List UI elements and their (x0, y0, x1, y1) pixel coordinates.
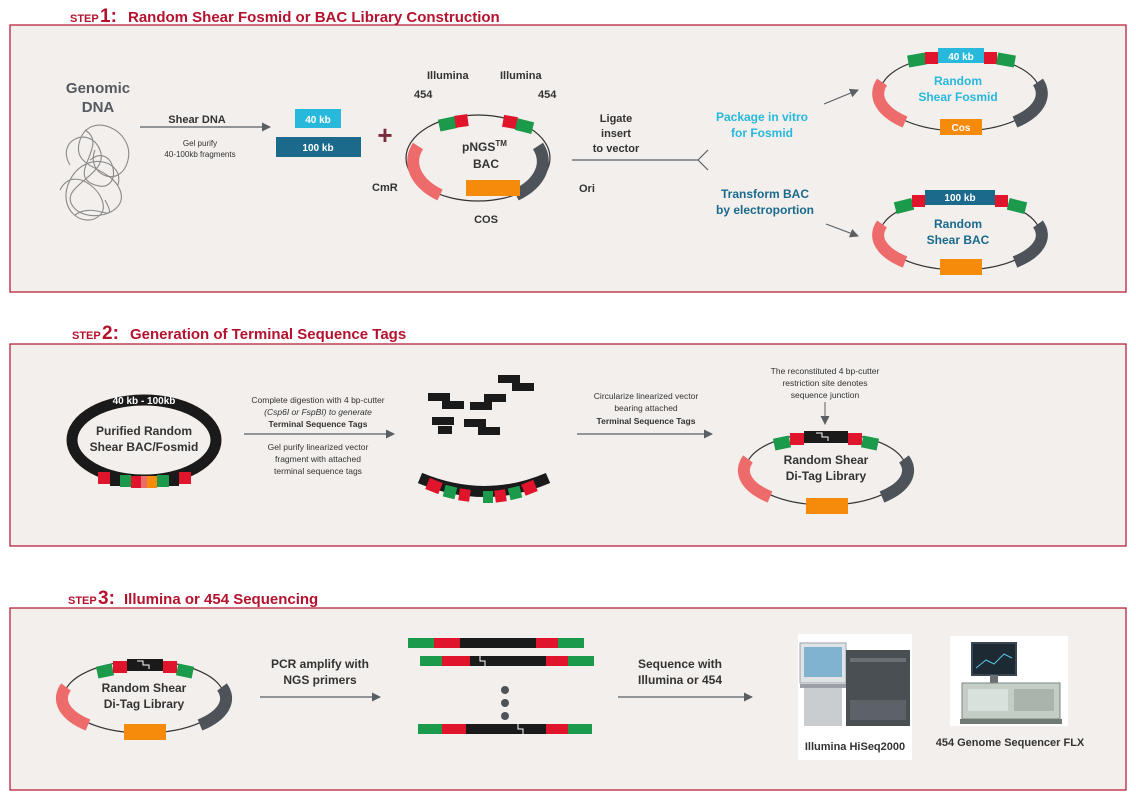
gel2-label-3: terminal sequence tags (274, 466, 362, 476)
step3-heading: STEP 3: Illumina or 454 Sequencing (68, 588, 318, 609)
ori-label: Ori (579, 183, 595, 195)
package-label-1: Package in vitro (716, 110, 808, 124)
note-label-1: The reconstituted 4 bp-cutter (771, 366, 880, 376)
linearized-vector-strip (417, 472, 551, 503)
fragment-40kb-box (295, 109, 341, 128)
step3-prefix: STEP (68, 595, 97, 607)
ditag3-label-1: Random Shear (102, 681, 187, 695)
hiseq-label: Illumina HiSeq2000 (805, 741, 905, 753)
digest-label-2: (Csp6I or FspBI) to generate (264, 407, 372, 417)
gel-purify-label-2: 40-100kb fragments (164, 150, 235, 159)
step2-title: Generation of Terminal Sequence Tags (130, 326, 406, 343)
cmr-label: CmR (372, 182, 398, 194)
ligate-label-3: to vector (593, 143, 640, 155)
fosmid-label-1: Random (934, 74, 982, 88)
amplicon-read-1 (408, 638, 584, 648)
ligate-fork (572, 149, 709, 171)
step3-title: Illumina or 454 Sequencing (124, 591, 318, 608)
ditag3-label-2: Di-Tag Library (104, 697, 185, 711)
transform-label-1: Transform BAC (721, 187, 809, 201)
random-shear-bac-plasmid (872, 190, 1048, 275)
genomic-label-1: Genomic (66, 80, 130, 97)
genomic-label-2: DNA (82, 99, 115, 116)
454-left-label: 454 (414, 89, 433, 101)
fosmid-cos-label: Cos (952, 123, 971, 134)
step2-heading: STEP 2: Generation of Terminal Sequence … (72, 323, 406, 344)
fragment-100kb-box (276, 137, 361, 157)
flx-instrument-icon (950, 636, 1068, 726)
amplicon-read-3 (418, 724, 592, 734)
purified-bac-ring (66, 394, 222, 488)
ring-size-label: 40 kb - 100kb (113, 396, 176, 407)
digested-fragments (428, 375, 534, 435)
illumina-right-label: Illumina (500, 70, 542, 82)
plus-sign: + (377, 120, 392, 150)
genomic-dna-tangle-icon (59, 124, 130, 221)
fragment-40kb-label: 40 kb (305, 115, 331, 126)
ligate-label-2: insert (601, 128, 631, 140)
flx-label: 454 Genome Sequencer FLX (936, 737, 1085, 749)
shear-bac-label-2: Shear BAC (927, 233, 990, 247)
note-label-3: sequence junction (791, 390, 860, 400)
digest-label-3: Terminal Sequence Tags (269, 419, 368, 429)
step1-prefix: STEP (70, 13, 99, 25)
note-label-2: restriction site denotes (782, 378, 867, 388)
bac-label: BAC (473, 157, 499, 171)
ditag-library-plasmid-step3 (55, 659, 233, 740)
step3-number: 3: (98, 588, 115, 609)
step2-panel (9, 343, 1127, 547)
pcr-label-2: NGS primers (283, 673, 357, 687)
package-label-2: for Fosmid (731, 126, 793, 140)
fosmid-arrow (823, 88, 859, 105)
pngs-label: pNGSTM (462, 139, 507, 154)
circ-label-2: bearing attached (614, 403, 678, 413)
ligate-label-1: Ligate (600, 113, 632, 125)
hiseq-instrument-icon (798, 634, 912, 760)
shear-dna-label: Shear DNA (168, 114, 226, 126)
step1-title: Random Shear Fosmid or BAC Library Const… (128, 9, 500, 26)
step1-panel (9, 24, 1127, 293)
ditag-library-plasmid-step2 (737, 431, 915, 514)
fosmid-40kb-label: 40 kb (948, 52, 974, 63)
pngs-bac-plasmid (405, 114, 551, 202)
seq-label-2: Illumina or 454 (638, 673, 722, 687)
step2-number: 2: (102, 323, 119, 344)
bac-arrow (825, 223, 859, 238)
random-shear-fosmid-plasmid (872, 48, 1048, 135)
digest-label-1: Complete digestion with 4 bp-cutter (251, 395, 384, 405)
amplicon-read-2 (420, 656, 594, 666)
circ-label-1: Circularize linearized vector (594, 391, 699, 401)
circ-label-3: Terminal Sequence Tags (597, 416, 696, 426)
fragment-100kb-label: 100 kb (302, 143, 333, 154)
illumina-left-label: Illumina (427, 70, 469, 82)
454-right-label: 454 (538, 89, 557, 101)
shear-bac-label-1: Random (934, 217, 982, 231)
transform-label-2: by electroportion (716, 203, 814, 217)
step1-number: 1: (100, 6, 117, 27)
ellipsis-dots (501, 686, 509, 720)
ditag2-label-2: Di-Tag Library (786, 469, 867, 483)
purified-label-2: Shear BAC/Fosmid (90, 440, 199, 454)
gel-purify-label-1: Gel purify (183, 139, 217, 148)
pcr-label-1: PCR amplify with (271, 657, 369, 671)
seq-label-1: Sequence with (638, 657, 722, 671)
step2-prefix: STEP (72, 330, 101, 342)
cos-label: COS (474, 214, 498, 226)
bac-100kb-label: 100 kb (944, 193, 975, 204)
purified-label-1: Purified Random (96, 424, 192, 438)
gel2-label-2: fragment with attached (275, 454, 361, 464)
fosmid-label-2: Shear Fosmid (918, 90, 997, 104)
ditag2-label-1: Random Shear (784, 453, 869, 467)
gel2-label-1: Gel purify linearized vector (268, 442, 369, 452)
step1-heading: STEP 1: Random Shear Fosmid or BAC Libra… (70, 6, 500, 27)
